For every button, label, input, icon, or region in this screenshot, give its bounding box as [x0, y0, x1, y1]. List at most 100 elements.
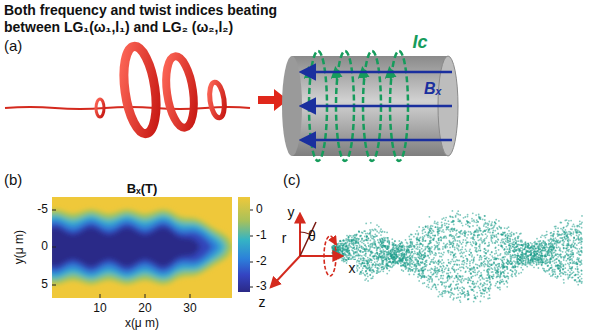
particle-dot: [433, 270, 435, 272]
particle-dot: [430, 288, 432, 290]
particle-dot: [406, 250, 408, 252]
particle-dot: [485, 222, 487, 224]
particle-dot: [581, 278, 583, 280]
particle-dot: [456, 280, 458, 282]
particle-dot: [386, 258, 388, 260]
particle-dot: [465, 245, 467, 247]
particle-dot: [386, 251, 388, 253]
particle-dot: [494, 235, 496, 237]
particle-dot: [442, 254, 444, 256]
particle-dot: [372, 238, 374, 240]
particle-dot: [469, 263, 471, 265]
particle-dot: [361, 246, 363, 248]
particle-dot: [580, 254, 582, 256]
particle-dot: [424, 252, 426, 254]
particle-dot: [386, 248, 388, 250]
particle-dot: [532, 259, 534, 261]
particle-dot: [366, 236, 368, 238]
particle-dot: [423, 254, 425, 256]
particle-dot: [367, 261, 369, 263]
particle-dot: [390, 251, 392, 253]
particle-dot: [523, 260, 525, 262]
particle-dot: [448, 223, 450, 225]
particle-dot: [461, 222, 463, 224]
particle-dot: [425, 234, 427, 236]
particle-dot: [432, 230, 434, 232]
particle-dot: [430, 228, 432, 230]
particle-dot: [364, 236, 366, 238]
particle-dot: [561, 237, 563, 239]
particle-dot: [346, 251, 348, 253]
particle-dot: [332, 247, 334, 249]
particle-dot: [436, 262, 438, 264]
particle-dot: [573, 224, 575, 226]
particle-dot: [418, 239, 420, 241]
particle-dot: [544, 241, 546, 243]
particle-dot: [388, 240, 390, 242]
particle-dot: [342, 245, 344, 247]
particle-dot: [340, 243, 342, 245]
particle-dot: [357, 265, 359, 267]
particle-dot: [493, 230, 495, 232]
particle-dot: [440, 266, 442, 268]
particle-dot: [523, 260, 525, 262]
particle-dot: [481, 233, 483, 235]
particle-dot: [566, 253, 568, 255]
particle-dot: [426, 259, 428, 261]
particle-dot: [442, 248, 444, 250]
particle-dot: [387, 254, 389, 256]
particle-dot: [446, 264, 448, 266]
particle-dot: [497, 281, 499, 283]
particle-dot: [363, 239, 365, 241]
particle-dot: [402, 253, 404, 255]
particle-dot: [361, 231, 363, 233]
particle-dot: [462, 257, 464, 259]
particle-dot: [355, 241, 357, 243]
particle-dot: [504, 266, 506, 268]
particle-dot: [551, 253, 553, 255]
particle-dot: [364, 230, 366, 232]
particle-dot: [450, 284, 452, 286]
particle-dot: [447, 269, 449, 271]
particle-dot: [456, 287, 458, 289]
particle-dot: [474, 230, 476, 232]
particle-dot: [365, 253, 367, 255]
particle-dot: [404, 261, 406, 263]
particle-dot: [421, 254, 423, 256]
particle-dot: [392, 246, 394, 248]
particle-dot: [467, 225, 469, 227]
particle-dot: [414, 259, 416, 261]
particle-dot: [457, 296, 459, 298]
particle-dot: [513, 249, 515, 251]
particle-dot: [417, 246, 419, 248]
particle-dot: [569, 262, 571, 264]
particle-dot: [363, 240, 365, 242]
particle-dot: [570, 220, 572, 222]
particle-dot: [427, 255, 429, 257]
particle-dot: [342, 244, 344, 246]
particle-dot: [363, 265, 365, 267]
particle-dot: [568, 264, 570, 266]
particle-dot: [484, 242, 486, 244]
particle-dot: [362, 267, 364, 269]
particle-dot: [408, 250, 410, 252]
particle-dot: [565, 235, 567, 237]
particle-dot: [353, 242, 355, 244]
particle-dot: [484, 230, 486, 232]
particle-dot: [354, 237, 356, 239]
particle-dot: [463, 264, 465, 266]
particle-dot: [512, 254, 514, 256]
particle-dot: [369, 274, 371, 276]
particle-dot: [484, 255, 486, 257]
particle-dot: [442, 229, 444, 231]
particle-dot: [423, 266, 425, 268]
particle-dot: [565, 274, 567, 276]
particle-dot: [573, 237, 575, 239]
particle-dot: [505, 235, 507, 237]
particle-dot: [429, 269, 431, 271]
particle-dot: [547, 239, 549, 241]
particle-dot: [424, 231, 426, 233]
particle-dot: [443, 231, 445, 233]
particle-dot: [376, 267, 378, 269]
particle-dot: [475, 243, 477, 245]
